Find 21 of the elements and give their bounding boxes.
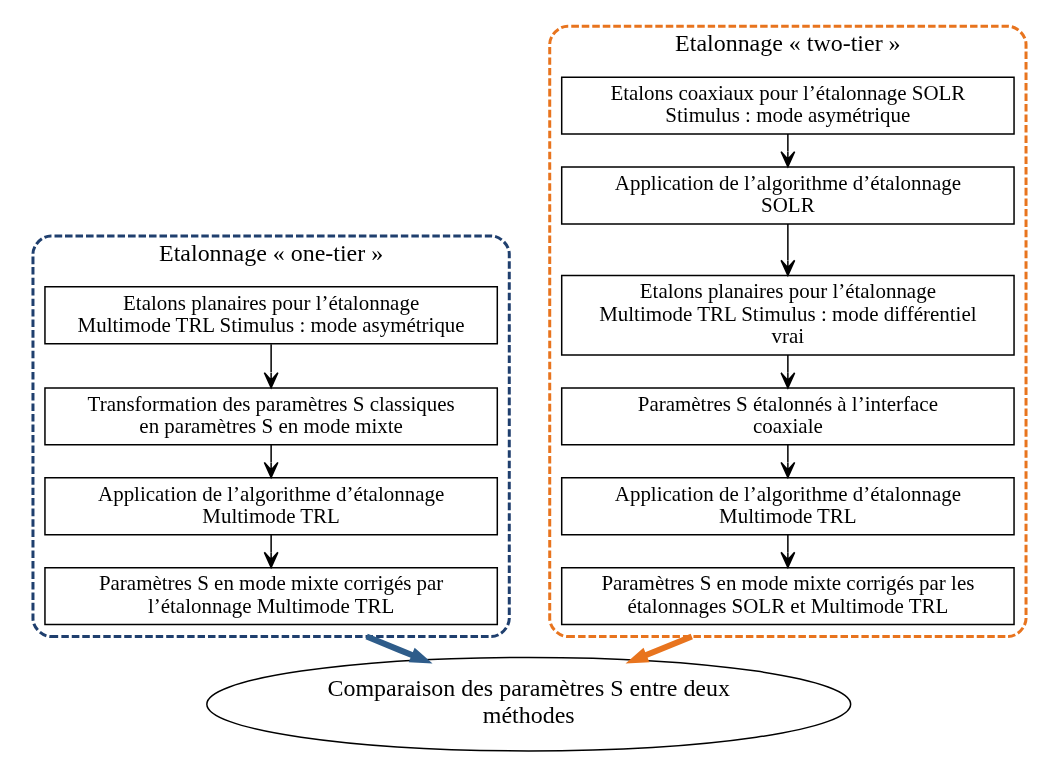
node-box: Etalons planaires pour l’étalonnage Multimode TRL Stimulus : mode asymétrique xyxy=(44,286,499,345)
arrow xyxy=(263,343,279,389)
arrow xyxy=(780,354,796,389)
arrow xyxy=(780,444,796,479)
node-box: Etalons coaxiaux pour l’étalonnage SOLR Stimulus : mode asymétrique xyxy=(560,76,1015,135)
node-ellipse: Comparaison des paramètres S entre deux méthodes xyxy=(206,656,852,752)
node-box: Transformation des paramètres S classiques en paramètres S en mode mixte xyxy=(44,387,499,446)
arrow xyxy=(780,534,796,569)
node-box: Application de l’algorithme d’étalonnage Multimode TRL xyxy=(44,477,499,536)
arrow xyxy=(263,534,279,569)
node-box: Paramètres S en mode mixte corrigés par les étalonnages SOLR et Multimode TRL xyxy=(560,566,1015,626)
arrow xyxy=(625,633,693,664)
arrow xyxy=(780,133,796,168)
node-box: Etalons planaires pour l’étalonnage Multimode TRL Stimulus : mode différentiel vrai xyxy=(560,274,1015,356)
node-box: Paramètres S étalonnés à l’interface coaxiale xyxy=(560,387,1015,446)
arrow xyxy=(780,223,796,277)
arrow xyxy=(365,633,433,664)
node-box: Paramètres S en mode mixte corrigés par l’étalonnage Multimode TRL xyxy=(44,566,499,626)
node-box: Application de l’algorithme d’étalonnage SOLR xyxy=(560,166,1015,225)
node-box: Application de l’algorithme d’étalonnage Multimode TRL xyxy=(560,477,1015,536)
arrow xyxy=(263,444,279,479)
